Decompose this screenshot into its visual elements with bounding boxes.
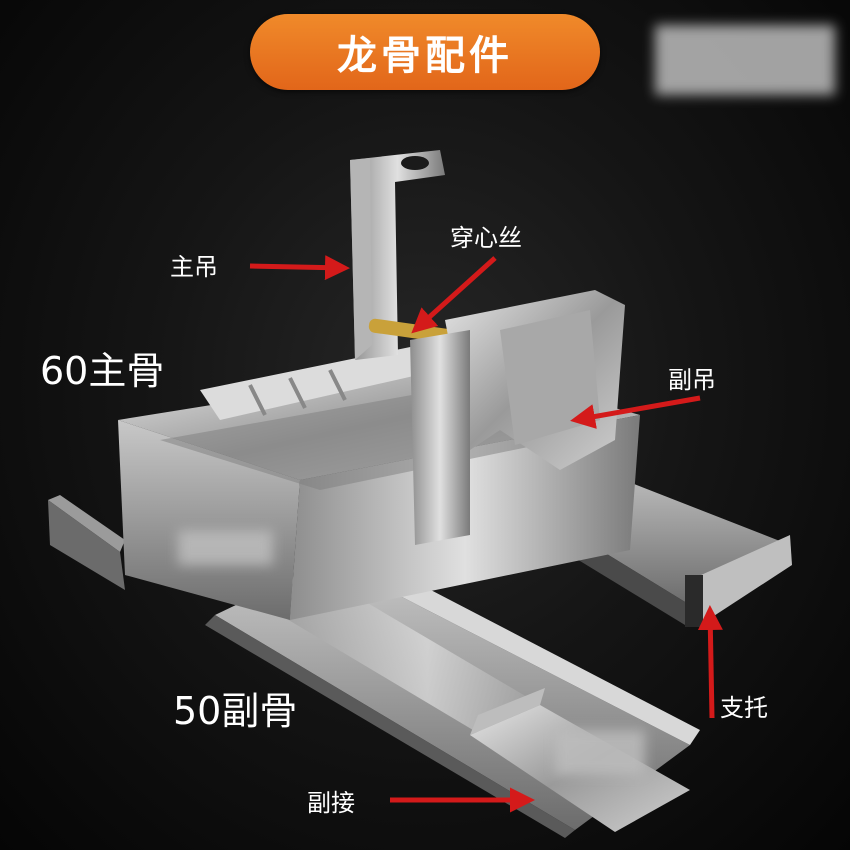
label-support: 支托 xyxy=(720,694,768,722)
arrow-sub-hanger xyxy=(570,395,701,429)
arrow-support xyxy=(697,605,723,719)
arrow-main-hanger xyxy=(249,255,350,281)
blurred-watermark-middle xyxy=(178,530,273,565)
label-through-wire: 穿心丝 xyxy=(450,224,522,252)
main-hanger xyxy=(350,150,445,360)
page-title: 龙骨配件 xyxy=(337,33,513,79)
label-sub-hanger: 副吊 xyxy=(668,366,716,394)
label-main-keel-60: 60主骨 xyxy=(40,349,165,393)
blurred-watermark-top xyxy=(655,25,835,95)
blurred-watermark-bottom xyxy=(555,730,645,775)
label-sub-connector: 副接 xyxy=(307,789,355,817)
label-sub-keel-50: 50副骨 xyxy=(173,689,298,733)
label-main-hanger: 主吊 xyxy=(170,253,218,281)
title-badge: 龙骨配件 xyxy=(250,14,600,90)
arrow-through-wire xyxy=(411,256,497,334)
